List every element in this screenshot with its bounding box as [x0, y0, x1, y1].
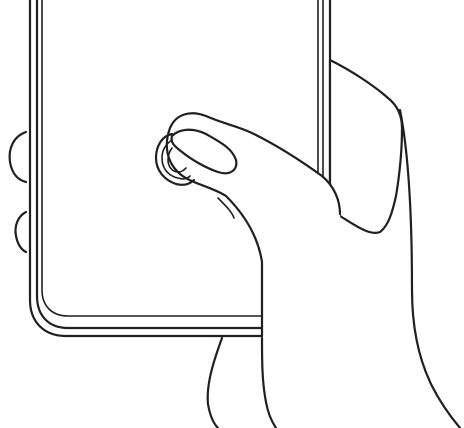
hand-back-fingers [330, 60, 402, 233]
wrist-right-edge [262, 338, 276, 428]
side-buttons [10, 132, 26, 252]
palm-lower-edge [400, 110, 460, 428]
thumb-fill [167, 113, 340, 336]
wrist-left-edge [208, 338, 222, 428]
thumb-icon [167, 113, 340, 336]
volume-button-upper [10, 132, 26, 182]
hand-icon [330, 60, 402, 233]
volume-button-lower [15, 212, 26, 252]
